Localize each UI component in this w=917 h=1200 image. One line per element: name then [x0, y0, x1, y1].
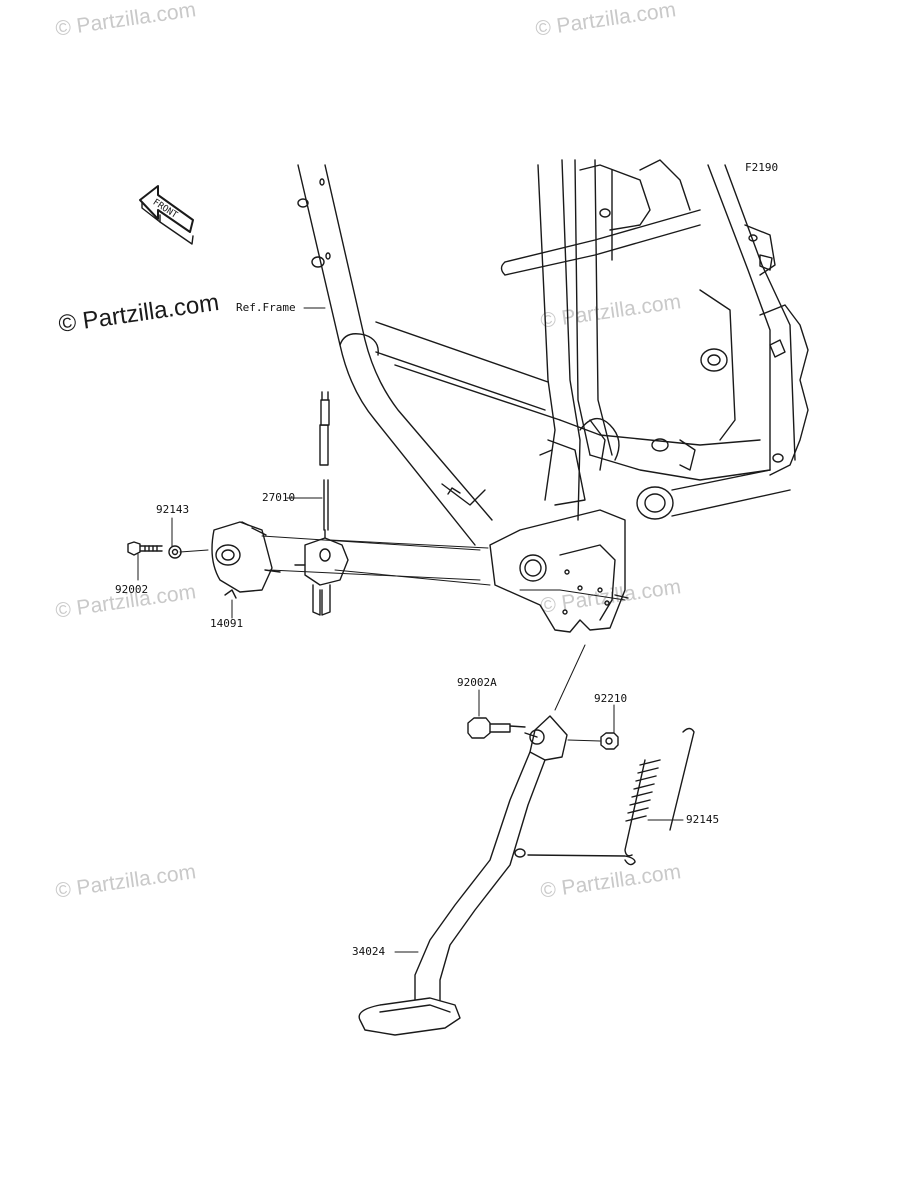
spring-92145: [527, 727, 695, 866]
part-label-34024[interactable]: 34024: [352, 945, 386, 958]
switch-wire: [319, 391, 330, 546]
front-arrow-icon: FRONT: [139, 185, 194, 245]
nut-92210: [567, 732, 619, 750]
washer-92143: [168, 545, 182, 559]
bolt-92002A: [467, 717, 526, 739]
bolt-92002: [127, 541, 163, 556]
part-label-92002[interactable]: 92002: [115, 583, 149, 596]
part-label-92143[interactable]: 92143: [156, 503, 190, 516]
frame-pivot-area: [539, 417, 791, 520]
diagram-code: F2190: [745, 161, 779, 174]
part-label-92145[interactable]: 92145: [686, 813, 720, 826]
sidestand-34024: [358, 644, 586, 1036]
ref-frame-label: Ref.Frame: [236, 301, 296, 314]
frame-left-tube: [297, 164, 493, 546]
part-label-14091[interactable]: 14091: [210, 617, 244, 630]
label-leaders: [137, 307, 684, 953]
frame-cross-tubes: [375, 321, 561, 506]
part-label-27010[interactable]: 27010: [262, 491, 296, 504]
frame-right-section: [500, 159, 809, 476]
part-label-92002A[interactable]: 92002A: [457, 676, 497, 689]
part-label-92210[interactable]: 92210: [594, 692, 628, 705]
frame-lower-bracket: [489, 509, 629, 633]
